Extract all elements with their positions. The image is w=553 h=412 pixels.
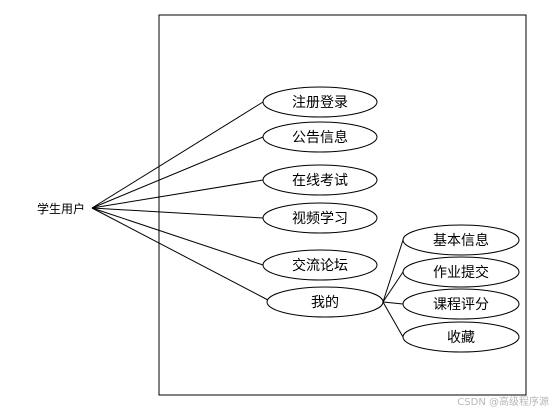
use-case-label: 公告信息	[292, 129, 348, 146]
connector-notice	[91, 136, 264, 209]
use-case-register: 注册登录	[262, 86, 378, 118]
use-case-label: 视频学习	[292, 211, 348, 227]
sub-case-label: 课程评分	[433, 297, 489, 313]
sub-case-homework: 作业提交	[402, 256, 520, 288]
use-case-notice: 公告信息	[262, 121, 378, 153]
sub-case-label: 作业提交	[433, 264, 489, 281]
sub-case-label: 基本信息	[433, 232, 489, 249]
sub-connectors	[382, 239, 404, 338]
use-case-forum: 交流论坛	[262, 249, 378, 281]
actor-connectors	[91, 101, 269, 301]
use-case-video: 视频学习	[262, 202, 378, 234]
use-case-label: 我的	[311, 295, 339, 311]
connector-homework	[382, 271, 404, 303]
connector-forum	[91, 207, 264, 266]
use-case-mine: 我的	[266, 286, 384, 318]
connector-grade	[382, 301, 404, 305]
use-case-label: 注册登录	[292, 95, 348, 111]
sub-case-basic-info: 基本信息	[402, 224, 520, 256]
connector-favorite	[382, 301, 404, 338]
connector-video	[91, 207, 264, 219]
connector-mine	[91, 207, 269, 301]
sub-case-favorite: 收藏	[402, 321, 520, 353]
sub-case-label: 收藏	[447, 330, 475, 346]
actor-label: 学生用户	[37, 201, 85, 216]
use-case-label: 交流论坛	[292, 257, 348, 274]
connector-basic-info	[382, 239, 404, 303]
use-case-exam: 在线考试	[262, 164, 378, 196]
system-boundary	[158, 14, 527, 396]
connector-register	[91, 101, 264, 209]
connector-exam	[91, 179, 264, 209]
use-case-label: 在线考试	[292, 173, 348, 189]
sub-case-grade: 课程评分	[402, 288, 520, 320]
watermark: CSDN @高级程序源	[457, 395, 549, 408]
